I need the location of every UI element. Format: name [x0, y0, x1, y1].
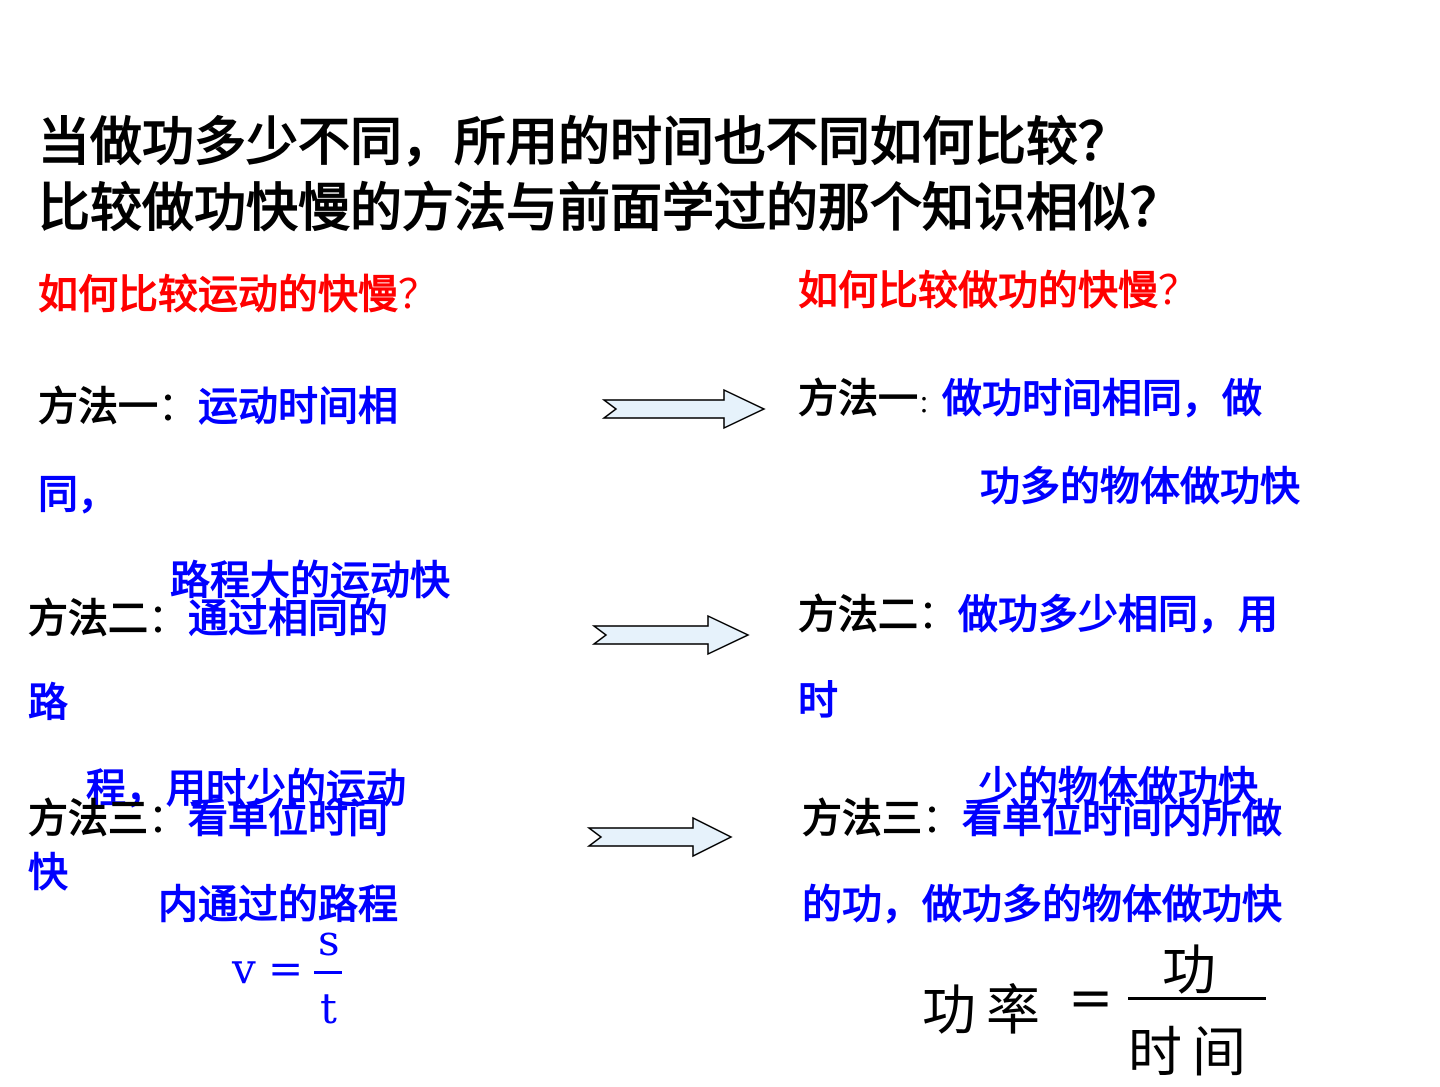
left-method-2-text-d: 快 [28, 850, 68, 896]
right-method-1-label: 方法一 [798, 376, 918, 422]
right-method-3-colon: ： [922, 796, 962, 842]
title-line-1: 当做功多少不同，所用的时间也不同如何比较？ [38, 113, 1131, 173]
left-method-3-label: 方法三 [28, 796, 148, 842]
left-method-2-colon: ： [148, 596, 188, 642]
left-method-1-text-a: 运动时间相 [198, 384, 398, 430]
left-formula-denominator: t [320, 984, 337, 1033]
left-formula-lhs: v [232, 944, 256, 993]
left-method-1-text-c: 路程大的运动快 [170, 558, 450, 604]
right-heading-question: ？ [1158, 268, 1198, 314]
left-method-1-colon: ： [158, 384, 198, 430]
arrow-right-icon [601, 388, 766, 430]
right-formula-lhs: 功率 [922, 979, 1050, 1042]
left-heading-text: 如何比较运动的快慢 [38, 272, 398, 318]
right-method-1-text-b: 功多的物体做功快 [980, 464, 1300, 510]
arrow-right-icon [591, 614, 750, 656]
right-heading: 如何比较做功的快慢？ [798, 258, 1198, 316]
left-method-2-text-c: 程，用时少的运动 [86, 766, 406, 812]
left-method-2-line-1: 方法二：通过相同的 [28, 586, 388, 644]
left-method-3-colon: ： [148, 796, 188, 842]
left-method-3-line-1: 方法三：看单位时间 [28, 786, 388, 844]
left-formula-eq: = [268, 944, 304, 993]
left-method-3-text-b: 内通过的路程 [158, 882, 398, 928]
right-method-1-colon: ： [918, 390, 942, 418]
right-method-2-text-b: 时 [798, 678, 838, 724]
left-heading: 如何比较运动的快慢？ [38, 262, 438, 320]
right-method-3-label: 方法三 [802, 796, 922, 842]
right-method-1-text-a: 做功时间相同，做 [942, 376, 1262, 422]
left-method-1-label: 方法一 [38, 384, 158, 430]
left-method-2-text-b: 路 [28, 680, 68, 726]
left-method-1-line-1: 方法一：运动时间相 [38, 374, 398, 432]
left-formula-numerator: s [318, 916, 340, 965]
right-formula-fraction-bar [1128, 997, 1266, 1000]
right-method-3-text-a: 看单位时间内所做 [962, 796, 1282, 842]
right-method-3-text-b: 的功，做功多的物体做功快 [802, 882, 1282, 928]
left-heading-question: ？ [398, 272, 438, 318]
right-method-1-line-1: 方法一：做功时间相同，做 [798, 366, 1262, 424]
left-method-2-text-a: 通过相同的 [188, 596, 388, 642]
right-method-2-colon: ： [918, 592, 958, 638]
arrow-right-icon [586, 816, 733, 858]
right-method-2-text-c: 少的物体做功快 [978, 764, 1258, 810]
right-formula-numerator: 功 [1162, 939, 1216, 1002]
right-heading-text: 如何比较做功的快慢 [798, 268, 1158, 314]
left-method-2-label: 方法二 [28, 596, 148, 642]
right-formula-eq: = [1068, 966, 1114, 1029]
left-formula-fraction-bar [314, 971, 342, 974]
right-method-2-text-a: 做功多少相同，用 [958, 592, 1278, 638]
right-method-2-label: 方法二 [798, 592, 918, 638]
left-method-1-text-b: 同， [38, 472, 118, 518]
left-method-3-text-a: 看单位时间 [188, 796, 388, 842]
right-method-2-line-1: 方法二：做功多少相同，用 [798, 582, 1278, 640]
title-line-2: 比较做功快慢的方法与前面学过的那个知识相似？ [38, 179, 1183, 239]
right-method-3-line-1: 方法三：看单位时间内所做 [802, 786, 1282, 844]
right-formula-denominator: 时间 [1128, 1021, 1256, 1084]
